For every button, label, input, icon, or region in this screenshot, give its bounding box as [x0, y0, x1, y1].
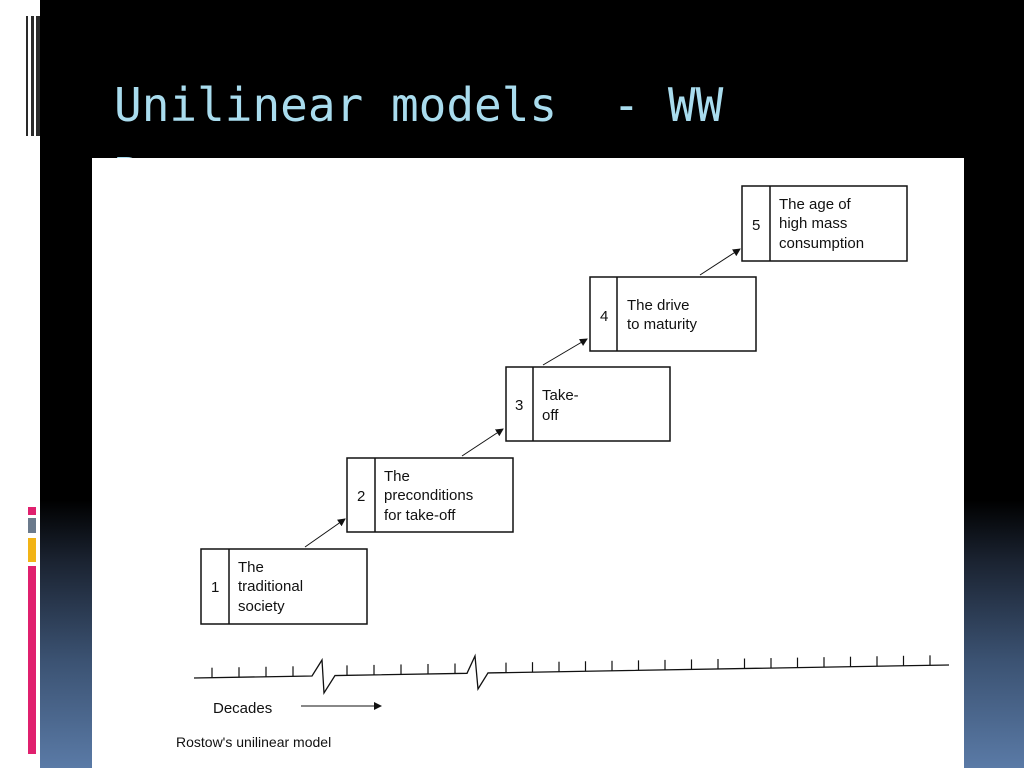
- stage-4-box: 4 The drive to maturity: [589, 276, 757, 352]
- stage-label-line: The age of: [779, 196, 852, 213]
- stage-box-outline: [200, 548, 368, 625]
- stage-box-outline: [741, 185, 908, 262]
- stage-box-outline: [589, 276, 757, 352]
- stage-label-line: off: [542, 407, 559, 424]
- rostow-diagram-figure: 1 The traditional society 2 The precondi…: [92, 158, 964, 768]
- stage-3-box: 3 Take- off: [505, 366, 671, 442]
- decor-bar: [26, 16, 28, 136]
- stage-label-line: The: [238, 559, 264, 576]
- stage-label-line: traditional: [238, 578, 303, 595]
- decor-accent-gray: [28, 518, 36, 533]
- rostow-diagram-svg: 1 The traditional society 2 The precondi…: [176, 185, 950, 750]
- stage-number: 5: [752, 217, 760, 234]
- stage-2-box: 2 The preconditions for take-off: [346, 457, 514, 533]
- stage-label-line: preconditions: [384, 487, 473, 504]
- stage-number: 2: [357, 488, 365, 505]
- decades-timeline: [193, 653, 950, 696]
- stage-arrow: [699, 248, 741, 276]
- timeline-line: [193, 653, 950, 696]
- decor-bar: [36, 16, 40, 136]
- stage-box-outline: [505, 366, 671, 442]
- stage-box-outline: [346, 457, 514, 533]
- stage-label-line: Take-: [542, 387, 579, 404]
- decor-accent-pink: [28, 507, 36, 515]
- stage-arrow: [461, 428, 504, 457]
- stage-label-line: consumption: [779, 235, 864, 252]
- stage-label-line: for take-off: [384, 507, 456, 524]
- stage-label-line: The: [384, 468, 410, 485]
- stage-1-box: 1 The traditional society: [200, 548, 368, 625]
- axis-label-decades: Decades: [213, 700, 272, 717]
- stage-label-line: to maturity: [627, 316, 698, 333]
- stage-5-box: 5 The age of high mass consumption: [741, 185, 908, 262]
- stage-arrow: [304, 518, 346, 548]
- decorative-bars: [26, 0, 40, 768]
- stage-label-line: high mass: [779, 215, 847, 232]
- figure-caption: Rostow's unilinear model: [176, 734, 331, 750]
- stage-number: 3: [515, 397, 523, 414]
- stage-number: 1: [211, 579, 219, 596]
- stage-label-line: society: [238, 598, 285, 615]
- stage-label-line: The drive: [627, 297, 690, 314]
- stage-number: 4: [600, 308, 608, 325]
- decor-accent-pink: [28, 566, 36, 754]
- decor-accent-yellow: [28, 538, 36, 562]
- decor-bar: [31, 16, 34, 136]
- stage-arrow: [542, 338, 588, 366]
